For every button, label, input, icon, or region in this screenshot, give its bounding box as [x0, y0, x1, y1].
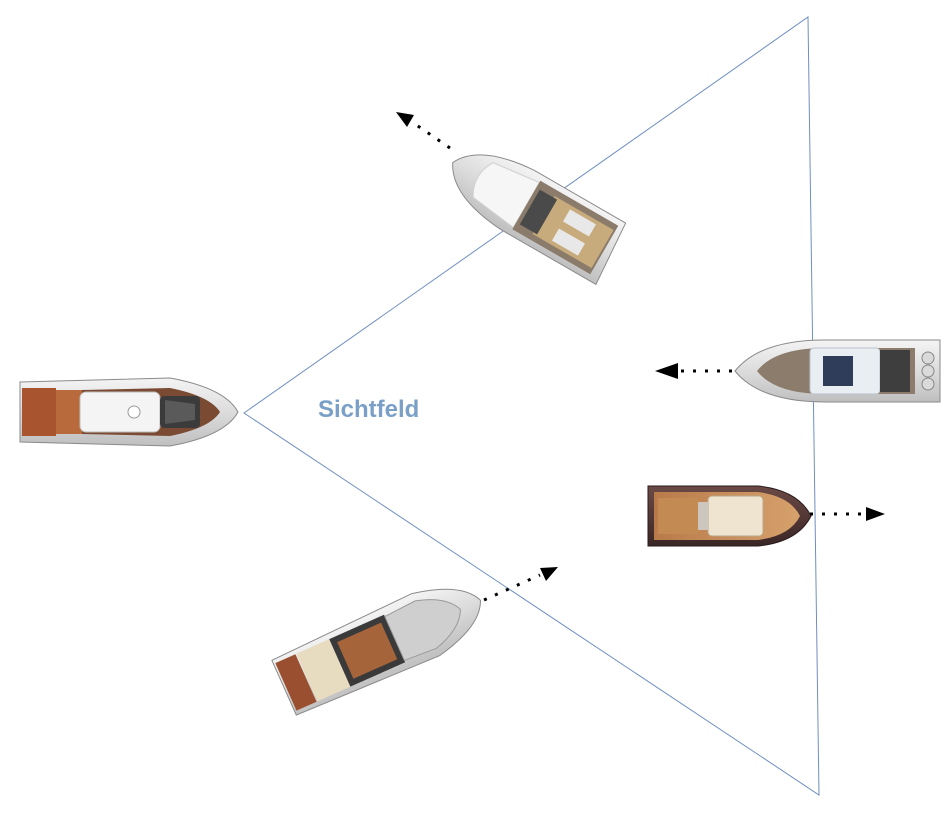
heading-arrow-top [396, 112, 451, 150]
observer-boat [19, 377, 239, 447]
heading-arrow-bottom [483, 567, 558, 602]
boat-bottom [271, 588, 481, 716]
boat-right-lower [647, 485, 812, 547]
heading-arrow-right-lower [810, 507, 885, 521]
field-of-view-label: Sichtfeld [318, 396, 420, 423]
boat-top [452, 154, 627, 286]
heading-arrow-right-upper [655, 363, 732, 379]
boat-right-upper [734, 339, 941, 403]
